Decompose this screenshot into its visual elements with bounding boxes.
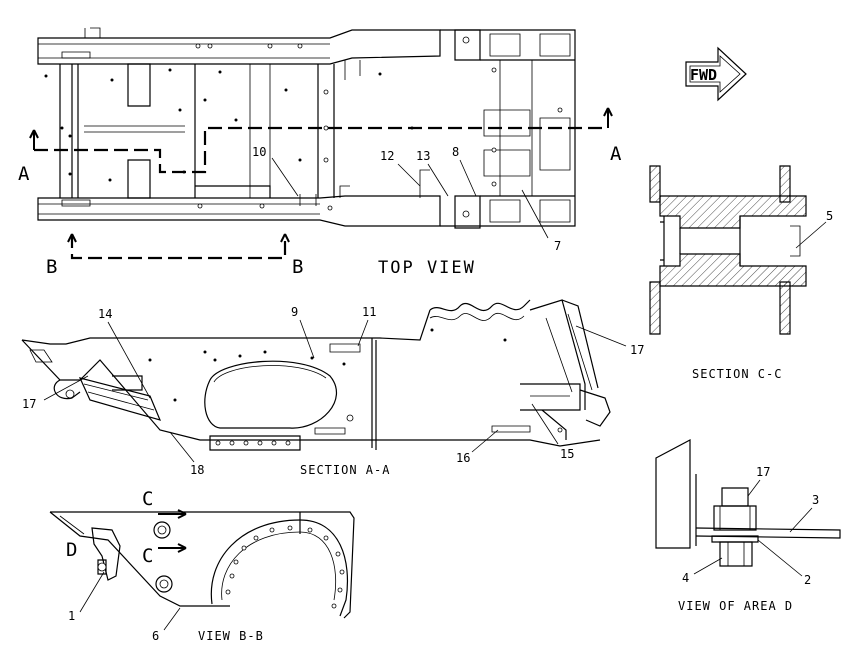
section-marker-b-left: B — [46, 256, 57, 278]
callout-12: 12 — [380, 149, 394, 163]
section-a-a: 14 9 11 17 17 18 16 15 SECTION A-A — [21, 299, 644, 477]
callout-6: 6 — [152, 629, 159, 643]
callout-7: 7 — [554, 239, 561, 253]
callout-13: 13 — [416, 149, 430, 163]
section-marker-a-right: A — [610, 143, 622, 165]
section-marker-b-right: B — [292, 256, 303, 278]
section-c-c: 5 SECTION C-C — [649, 165, 833, 381]
view-of-area-d: 17 3 4 2 VIEW OF AREA D — [655, 439, 841, 613]
top-view: A A B B TOP VIEW 10 12 13 8 7 — [18, 27, 622, 278]
view-of-area-d-title: VIEW OF AREA D — [678, 599, 793, 613]
section-marker-c-bottom: C — [142, 545, 153, 567]
callout-17-left: 17 — [22, 397, 36, 411]
callout-1: 1 — [68, 609, 75, 623]
area-marker-d: D — [66, 539, 77, 561]
callout-17-right: 17 — [630, 343, 644, 357]
section-marker-a-left: A — [18, 163, 30, 185]
callout-5: 5 — [826, 209, 833, 223]
section-a-a-title: SECTION A-A — [300, 463, 390, 477]
callout-18: 18 — [190, 463, 204, 477]
view-b-b: C C D 1 6 VIEW B-B — [49, 488, 355, 643]
fwd-arrow: FWD — [685, 46, 747, 102]
callout-10: 10 — [252, 145, 266, 159]
view-b-b-title: VIEW B-B — [198, 629, 264, 643]
callout-15: 15 — [560, 447, 574, 461]
callout-11: 11 — [362, 305, 376, 319]
callout-8: 8 — [452, 145, 459, 159]
callout-17-area-d: 17 — [756, 465, 770, 479]
callout-4: 4 — [682, 571, 689, 585]
callout-2: 2 — [804, 573, 811, 587]
top-view-title: TOP VIEW — [378, 258, 476, 278]
callout-9: 9 — [291, 305, 298, 319]
callout-14: 14 — [98, 307, 112, 321]
callout-3: 3 — [812, 493, 819, 507]
section-c-c-title: SECTION C-C — [692, 367, 782, 381]
fwd-label: FWD — [690, 66, 717, 84]
callout-16: 16 — [456, 451, 470, 465]
section-marker-c-top: C — [142, 488, 153, 510]
